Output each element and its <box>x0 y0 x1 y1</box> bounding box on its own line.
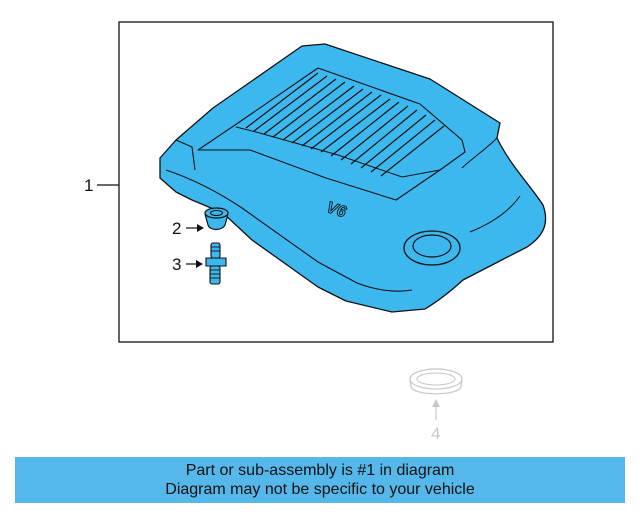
engine-cover-left-edge <box>175 139 196 171</box>
engine-cover-right-ridge <box>461 137 521 233</box>
stud-bolt-part[interactable] <box>205 242 227 285</box>
callout-2-arrowhead <box>197 224 204 232</box>
callout-3-label[interactable]: 3 <box>172 255 181 274</box>
callout-4-arrowhead <box>432 399 440 407</box>
engine-cover[interactable]: V6 <box>159 43 547 313</box>
callout-3-arrowhead <box>196 260 203 268</box>
oil-filler-ring-inner <box>412 234 452 258</box>
callout-4-label[interactable]: 4 <box>431 424 440 443</box>
engine-cover-panel-inner <box>235 126 441 178</box>
engine-cover-front-lip <box>165 169 413 292</box>
engine-cover-ribs <box>245 72 445 177</box>
callout-2-label[interactable]: 2 <box>172 219 181 238</box>
banner-line-2: Diagram may not be specific to your vehi… <box>165 481 475 498</box>
grommet-part[interactable] <box>204 207 229 231</box>
info-banner: Part or sub-assembly is #1 in diagram Di… <box>15 457 625 503</box>
callout-1-label[interactable]: 1 <box>84 176 93 195</box>
banner-line-1: Part or sub-assembly is #1 in diagram <box>185 462 455 479</box>
v6-marking: V6 <box>324 199 348 221</box>
seal-ring-part[interactable] <box>409 368 463 395</box>
assembly-frame <box>118 21 554 343</box>
engine-cover-top-panel <box>197 67 466 201</box>
